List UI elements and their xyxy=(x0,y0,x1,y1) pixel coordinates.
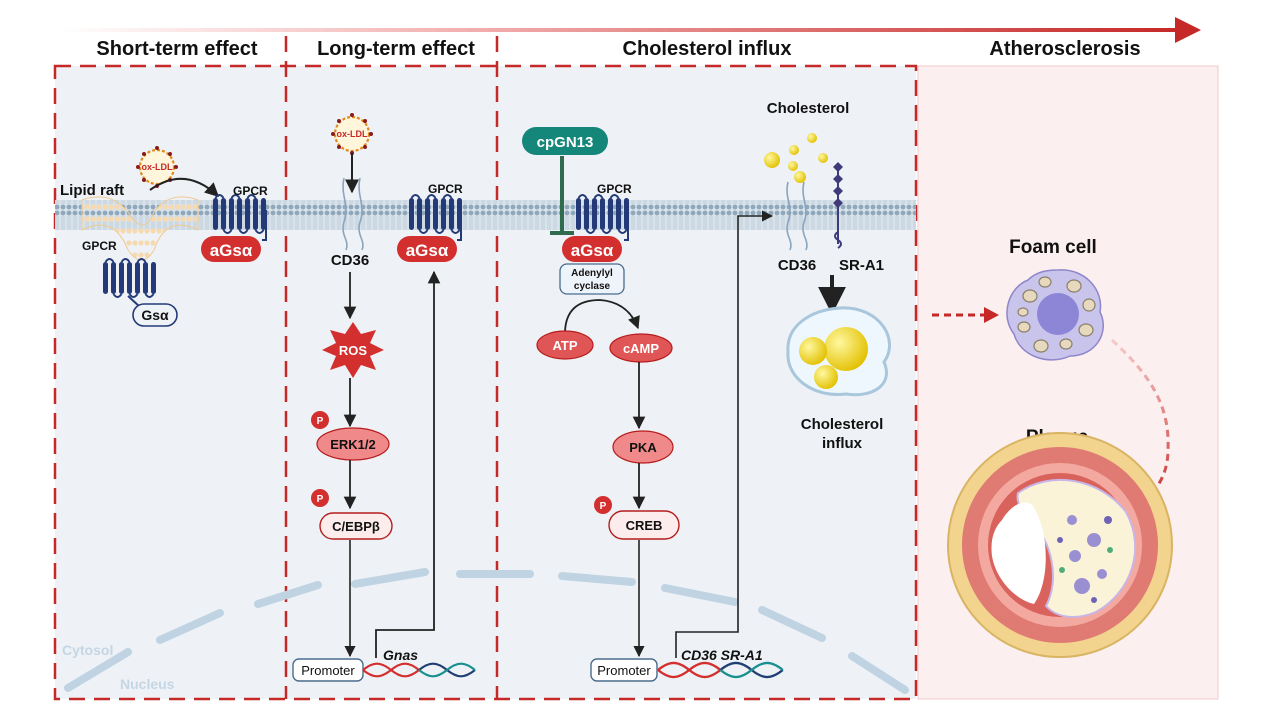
vesicle-droplet-medium xyxy=(799,337,827,365)
gpcr-influx-label: GPCR xyxy=(597,182,632,196)
cholesterol-influx-label-2: influx xyxy=(822,435,863,452)
gsa-label: Gsα xyxy=(141,307,169,323)
cd36-receptor-influx xyxy=(786,181,808,251)
agsa-long-label: aGsα xyxy=(406,241,449,260)
promoter-long-label: Promoter xyxy=(301,663,355,678)
vesicle-droplet-small xyxy=(814,365,838,389)
adenylyl-label-2: cyclase xyxy=(574,281,611,292)
header-long-term: Long-term effect xyxy=(317,38,475,60)
erk-label: ERK1/2 xyxy=(330,437,376,452)
agsa-long-node xyxy=(397,236,457,262)
foam-cell-illustration xyxy=(1006,269,1104,361)
lipid-raft-label: Lipid raft xyxy=(60,182,124,199)
agsa-short-label: aGsα xyxy=(210,241,253,260)
gnas-feedback-arrow xyxy=(375,270,441,658)
creb-node xyxy=(608,510,680,540)
adenylyl-label-1: Adenylyl xyxy=(571,268,613,279)
gene-expression-arrow xyxy=(675,210,774,658)
creb-label: CREB xyxy=(626,518,663,533)
gpcr-long-tail xyxy=(457,210,462,241)
vesicle-droplet-large xyxy=(824,327,868,371)
creb-phospho xyxy=(594,496,612,514)
cebp-phospho xyxy=(311,489,329,507)
lipid-raft xyxy=(81,196,199,261)
gpcr-raft-label: GPCR xyxy=(82,239,117,253)
progression-arrowhead xyxy=(1175,17,1201,43)
pka-node xyxy=(612,430,674,464)
oxldl-long-label: ox-LDL xyxy=(337,129,368,139)
nuclear-envelope xyxy=(64,568,909,694)
adenylyl-cyclase-node xyxy=(559,263,625,295)
gnas-gene-label: Gnas xyxy=(383,647,418,663)
header-atherosclerosis: Atherosclerosis xyxy=(989,38,1140,60)
creb-phospho-label: P xyxy=(600,501,607,512)
gsa-node xyxy=(132,303,178,327)
cebp-node xyxy=(319,512,393,540)
atp-label: ATP xyxy=(552,338,577,353)
artery-plaque-illustration xyxy=(947,432,1173,658)
oxldl-to-gpcr-arrow xyxy=(149,177,220,197)
header-cholesterol-influx: Cholesterol influx xyxy=(623,38,792,60)
pka-label: PKA xyxy=(629,440,657,455)
agsa-influx-label: aGsα xyxy=(571,241,614,260)
cd36-influx-label: CD36 xyxy=(778,257,816,274)
erk-phospho xyxy=(311,411,329,429)
cholesterol-droplets xyxy=(764,133,828,183)
atp-node xyxy=(536,330,594,360)
header-short-term: Short-term effect xyxy=(96,38,257,60)
cd36-receptor-long xyxy=(342,177,364,251)
gpcr-influx-tail xyxy=(624,210,629,241)
cd36-sra1-genes-label: CD36 SR-A1 xyxy=(681,647,763,663)
erk-phospho-label: P xyxy=(317,416,324,427)
sra1-receptor xyxy=(833,162,843,249)
nucleus-label: Nucleus xyxy=(120,676,175,692)
camp-label: cAMP xyxy=(623,341,659,356)
atp-to-camp-arrow xyxy=(564,299,640,333)
cebp-label: C/EBPβ xyxy=(332,519,380,534)
erk-node xyxy=(316,427,390,461)
ros-burst xyxy=(322,322,384,378)
gpcr-tail xyxy=(262,210,267,241)
to-foam-cell-arrowhead xyxy=(984,307,999,323)
cd36-long-label: CD36 xyxy=(331,252,369,269)
oxldl-label: ox-LDL xyxy=(142,162,173,172)
foam-cell-label: Foam cell xyxy=(1009,237,1097,258)
cholesterol-influx-label-1: Cholesterol xyxy=(801,416,884,433)
cebp-phospho-label: P xyxy=(317,494,324,505)
panel-borders xyxy=(53,36,918,701)
cytosol-label: Cytosol xyxy=(62,642,113,658)
agsa-influx-node xyxy=(562,236,622,262)
gpcr-long-label: GPCR xyxy=(428,182,463,196)
promoter-influx xyxy=(590,658,658,682)
agsa-short-node xyxy=(201,236,261,262)
ros-label: ROS xyxy=(339,343,368,358)
cpgn13-label: cpGN13 xyxy=(537,134,594,151)
cholesterol-label: Cholesterol xyxy=(767,100,850,117)
promoter-influx-label: Promoter xyxy=(597,663,651,678)
progression-arrow xyxy=(60,25,1182,32)
gpcr-short-label: GPCR xyxy=(233,184,268,198)
sra1-label: SR-A1 xyxy=(839,257,884,274)
camp-node xyxy=(609,333,673,363)
cpgn13-node xyxy=(522,127,608,155)
cell-panel xyxy=(55,66,916,699)
